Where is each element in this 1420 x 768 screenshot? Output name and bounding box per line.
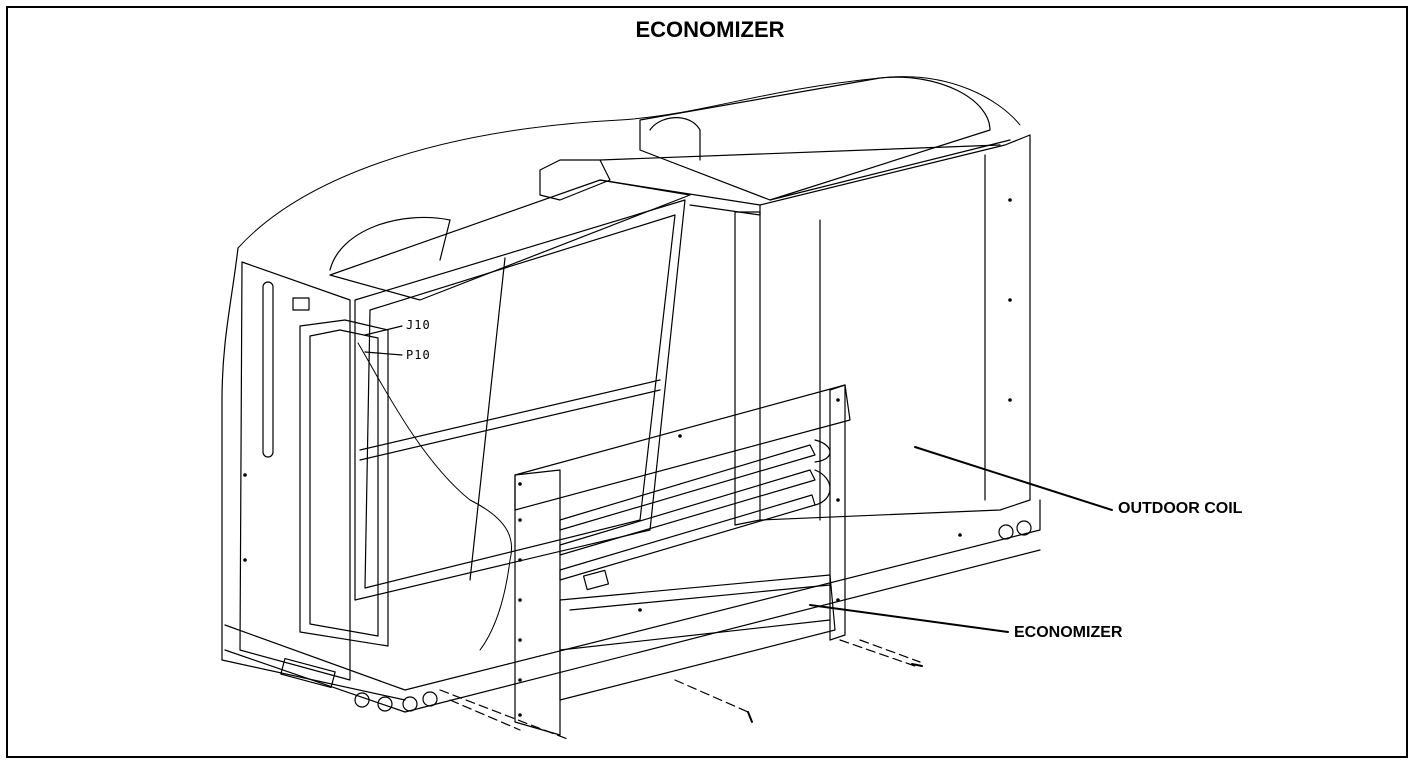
screw-1 — [747, 711, 753, 723]
damper-blade-1 — [559, 444, 816, 531]
base-slot — [280, 657, 336, 689]
damper-blade-3 — [559, 494, 816, 581]
top-rail — [329, 179, 691, 301]
base-knockout-4 — [422, 691, 438, 707]
indoor-coil-frame — [354, 199, 686, 601]
left-side-panel — [239, 261, 351, 681]
side-slot — [262, 281, 274, 458]
damper-blade-2 — [559, 469, 816, 556]
blower-housing — [329, 216, 451, 271]
base-knockout-3 — [402, 696, 418, 712]
outdoor-coil-leader — [914, 446, 1113, 511]
cutaway-outline — [237, 76, 1021, 249]
j10-leader — [364, 325, 403, 336]
filter-frame-left — [299, 319, 389, 647]
compressor-piping — [539, 159, 611, 201]
side-latch — [292, 297, 310, 311]
actuator — [582, 569, 610, 591]
hidden-line-5 — [859, 639, 921, 663]
base-knockout-5 — [998, 524, 1014, 540]
base-knockout-2 — [377, 696, 393, 712]
economizer-frame-left — [514, 469, 561, 736]
outdoor-coil-frame — [759, 134, 1031, 521]
p10-leader — [364, 351, 403, 356]
screw-2 — [911, 663, 923, 667]
base-knockout-6 — [1016, 520, 1032, 536]
figure-title: ECONOMIZER — [635, 17, 785, 42]
hidden-line-2 — [449, 699, 521, 731]
economizer-lower-panel — [559, 574, 836, 701]
base-knockout-1 — [354, 692, 370, 708]
hidden-line-3 — [674, 679, 749, 713]
connector-label-j10: J10 — [406, 318, 431, 332]
left-wall-outline — [221, 247, 406, 701]
base-rail — [224, 499, 1041, 691]
wiring-harness — [357, 342, 513, 651]
hidden-line-1 — [439, 689, 571, 741]
callout-economizer: ECONOMIZER — [1014, 624, 1123, 641]
economizer-leader — [809, 604, 1009, 633]
callout-outdoor-coil: OUTDOOR COIL — [1118, 500, 1243, 517]
fastener-dots — [243, 198, 1012, 717]
hidden-line-4 — [839, 639, 916, 667]
upper-rail — [599, 144, 1001, 161]
economizer-frame-right — [829, 384, 846, 641]
figure-frame — [6, 6, 1408, 758]
connector-label-p10: P10 — [406, 348, 431, 362]
